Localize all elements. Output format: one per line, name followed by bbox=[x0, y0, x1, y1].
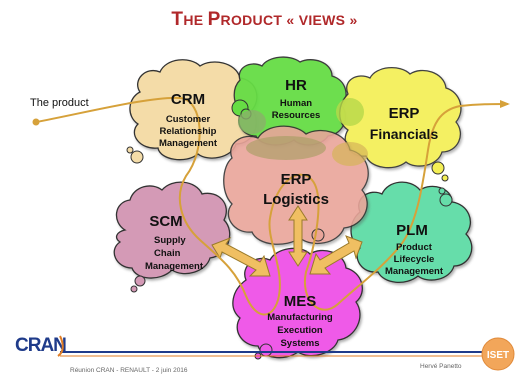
mes-line-2: Execution bbox=[277, 325, 323, 336]
iset-logo: ISET bbox=[481, 337, 515, 371]
plm-line-3: Management bbox=[385, 266, 444, 277]
scm-line-2: Chain bbox=[154, 248, 181, 259]
slide-title: THE PRODUCT « VIEWS » bbox=[171, 9, 358, 30]
scm-cloud bbox=[113, 181, 231, 293]
cran-logo: CRAN bbox=[15, 335, 67, 357]
integration-arrows bbox=[211, 205, 363, 277]
the-product-label: The product bbox=[30, 97, 89, 109]
erp-log-abbr: ERP bbox=[281, 171, 312, 188]
erp-financials-cloud bbox=[339, 67, 462, 182]
product-line bbox=[32, 96, 510, 316]
hr-line-2: Resources bbox=[272, 110, 321, 121]
plm-line-1: Product bbox=[396, 242, 433, 253]
hr-abbr: HR bbox=[285, 77, 307, 94]
svg-text:ISET: ISET bbox=[487, 350, 509, 361]
crm-line-1: Customer bbox=[166, 114, 211, 125]
erp-fin-line-1: Financials bbox=[370, 126, 439, 142]
plm-abbr: PLM bbox=[396, 222, 428, 239]
svg-text:CRAN: CRAN bbox=[15, 335, 66, 356]
mes-line-3: Systems bbox=[280, 338, 319, 349]
erp-log-line-1: Logistics bbox=[263, 191, 329, 208]
footer-right-text: Hervé Panetto bbox=[420, 363, 462, 370]
plm-cloud bbox=[350, 181, 473, 283]
crm-abbr: CRM bbox=[171, 91, 205, 108]
plm-line-2: Lifecycle bbox=[394, 254, 435, 265]
mes-line-1: Manufacturing bbox=[267, 312, 333, 323]
arrow-plm-mes bbox=[309, 235, 363, 275]
scm-line-1: Supply bbox=[154, 235, 186, 246]
footer-left-text: Réunion CRAN - RENAULT - 2 juin 2016 bbox=[70, 367, 188, 374]
hr-line-1: Human bbox=[280, 98, 312, 109]
arrow-scm-mes bbox=[211, 236, 271, 277]
overlap-hr-logistics bbox=[246, 136, 326, 160]
overlap-crm-hr bbox=[238, 110, 266, 134]
crm-line-3: Management bbox=[159, 138, 218, 149]
erp-fin-abbr: ERP bbox=[389, 105, 420, 122]
mes-abbr: MES bbox=[284, 293, 317, 310]
overlap-hr-erp bbox=[336, 98, 364, 126]
crm-line-2: Relationship bbox=[159, 126, 216, 137]
arrow-erp-mes bbox=[288, 205, 308, 267]
scm-line-3: Management bbox=[145, 261, 204, 272]
crm-cloud bbox=[126, 59, 258, 164]
scm-abbr: SCM bbox=[149, 213, 182, 230]
overlap-erp-logistics bbox=[332, 142, 368, 166]
